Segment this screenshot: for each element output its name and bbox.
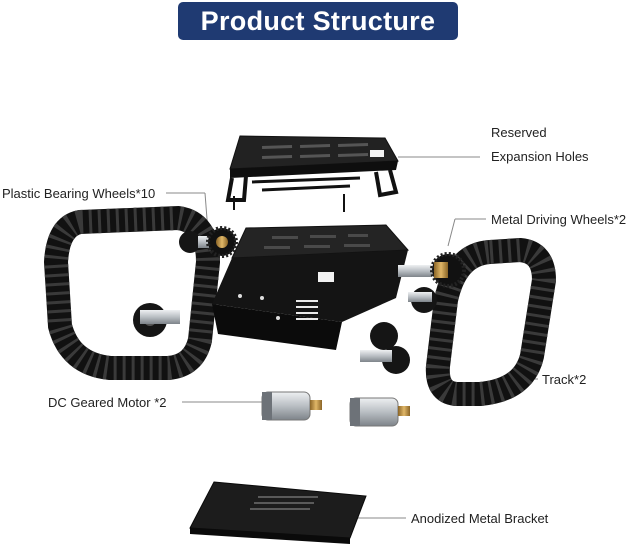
page-title: Product Structure	[200, 5, 436, 36]
bearing-wheels	[133, 231, 437, 374]
label-reserved-line2: Expansion Holes	[491, 149, 589, 164]
label-driving-wheels: Metal Driving Wheels*2	[491, 212, 627, 227]
label-motor: DC Geared Motor *2	[48, 395, 167, 410]
title-banner: Product Structure	[178, 2, 458, 40]
driving-wheels	[198, 226, 466, 288]
driving-wheel-left	[198, 226, 238, 258]
label-bearing-wheels: Plastic Bearing Wheels*10	[2, 186, 156, 201]
label-reserved-line1: Reserved	[491, 125, 547, 140]
label-track: Track*2	[542, 372, 587, 387]
dc-motor	[261, 391, 322, 421]
bearing-wheel	[179, 231, 201, 253]
bearing-wheel	[370, 322, 398, 350]
top-plate	[225, 135, 399, 212]
dc-motors	[261, 391, 410, 427]
dc-motor	[349, 397, 410, 427]
main-chassis	[212, 224, 410, 350]
driving-wheel-right	[398, 252, 466, 288]
leader-driving-drop	[447, 218, 456, 247]
label-bracket: Anodized Metal Bracket	[411, 511, 549, 526]
leader-lines	[166, 156, 538, 519]
metal-bracket	[189, 481, 367, 544]
